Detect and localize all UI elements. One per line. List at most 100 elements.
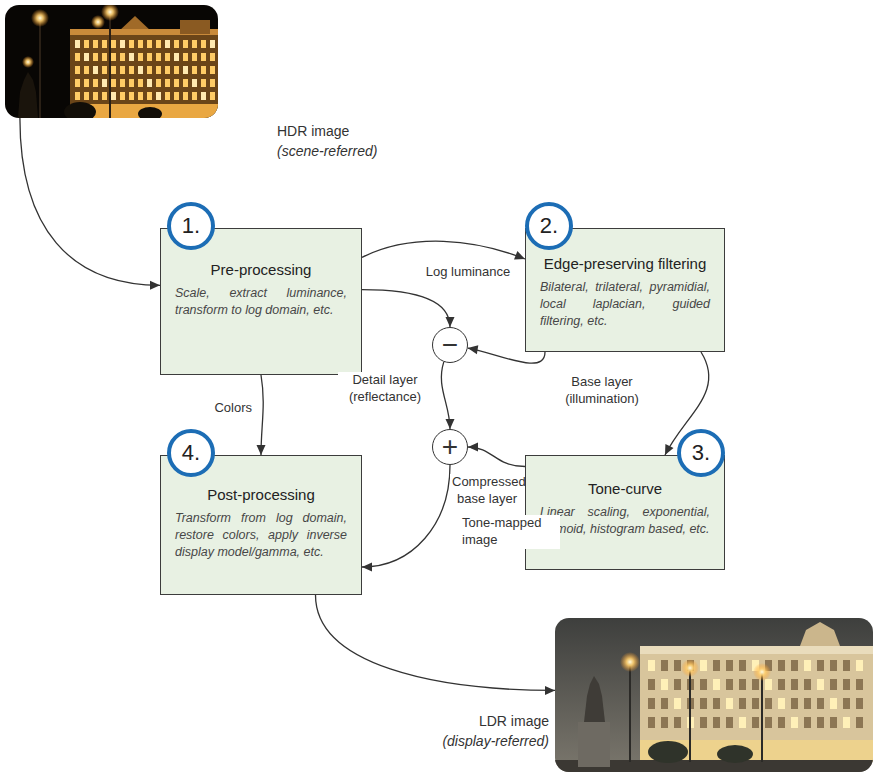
- process-box: Tone-curveLinear scaling, exponential, s…: [525, 455, 725, 570]
- operator-symbol: −: [442, 331, 458, 359]
- arrowhead: [545, 686, 555, 695]
- arrowhead: [665, 444, 674, 455]
- arrowhead: [150, 281, 160, 290]
- window: [120, 79, 125, 87]
- window: [856, 660, 863, 671]
- photo-detail: [681, 659, 699, 677]
- window: [713, 717, 720, 728]
- connector-line: [362, 290, 450, 327]
- window: [165, 40, 170, 48]
- arrowhead: [468, 443, 478, 452]
- window: [804, 717, 811, 728]
- window: [661, 698, 668, 709]
- window: [674, 679, 681, 690]
- window: [183, 40, 188, 48]
- window: [674, 717, 681, 728]
- window: [156, 40, 161, 48]
- window: [674, 698, 681, 709]
- window: [129, 79, 134, 87]
- photo-detail: [584, 676, 605, 722]
- photo-detail: [648, 741, 688, 763]
- box-title: Post-processing: [175, 486, 347, 504]
- process-box: Post-processingTransform from log domain…: [160, 455, 362, 595]
- window: [183, 92, 188, 100]
- connector: [316, 595, 556, 695]
- window: [111, 79, 116, 87]
- connector-line: [261, 375, 263, 455]
- photo-detail: [18, 72, 38, 118]
- window: [778, 698, 785, 709]
- window: [192, 53, 197, 61]
- window: [102, 92, 107, 100]
- operator-symbol: +: [442, 433, 458, 461]
- arrowhead: [468, 345, 479, 354]
- window: [84, 40, 89, 48]
- arrowhead: [514, 251, 525, 259]
- window: [856, 717, 863, 728]
- photo-detail: [620, 652, 640, 672]
- process-box: Pre-processingScale, extract luminance, …: [160, 228, 362, 375]
- window: [120, 53, 125, 61]
- arrowhead: [362, 563, 372, 572]
- window: [713, 698, 720, 709]
- photo-detail: [91, 15, 105, 29]
- window: [700, 717, 707, 728]
- window: [661, 679, 668, 690]
- window: [791, 679, 798, 690]
- window: [147, 40, 152, 48]
- window: [830, 679, 837, 690]
- photo-detail: [640, 740, 873, 762]
- window: [791, 698, 798, 709]
- window: [111, 92, 116, 100]
- box-description: Bilateral, trilateral, pyramidial, local…: [540, 279, 710, 330]
- window: [830, 717, 837, 728]
- edge-label: Base layer (illumination): [553, 374, 651, 408]
- step-number: 2.: [525, 202, 573, 250]
- window: [700, 660, 707, 671]
- window: [93, 79, 98, 87]
- window: [201, 79, 206, 87]
- edge-label: Tone-mapped image: [460, 515, 560, 549]
- window: [830, 698, 837, 709]
- window: [174, 79, 179, 87]
- window: [138, 40, 143, 48]
- image-sublabel: (scene-referred): [277, 142, 447, 162]
- window: [165, 79, 170, 87]
- window: [201, 66, 206, 74]
- photo-detail: [64, 102, 96, 118]
- photo-detail: [648, 660, 863, 728]
- window: [156, 66, 161, 74]
- window: [210, 79, 215, 87]
- window: [165, 53, 170, 61]
- photo-detail: [70, 32, 218, 118]
- window: [201, 53, 206, 61]
- window: [111, 66, 116, 74]
- photo-detail: [761, 672, 763, 762]
- window: [739, 660, 746, 671]
- window: [817, 660, 824, 671]
- window: [147, 79, 152, 87]
- window: [674, 660, 681, 671]
- window: [75, 79, 80, 87]
- window: [201, 92, 206, 100]
- window: [713, 660, 720, 671]
- photo-detail: [640, 646, 873, 654]
- window: [192, 66, 197, 74]
- hdr-photo: [5, 5, 218, 118]
- photo-detail: [717, 745, 753, 763]
- window: [817, 717, 824, 728]
- window: [93, 40, 98, 48]
- window: [648, 717, 655, 728]
- window: [765, 698, 772, 709]
- connector: [362, 290, 455, 327]
- window: [147, 66, 152, 74]
- window: [93, 92, 98, 100]
- add-circle: +: [432, 429, 468, 465]
- window: [156, 92, 161, 100]
- box-description: Scale, extract luminance, transform to l…: [175, 285, 347, 319]
- photo-detail: [138, 107, 162, 118]
- window: [138, 53, 143, 61]
- window: [174, 92, 179, 100]
